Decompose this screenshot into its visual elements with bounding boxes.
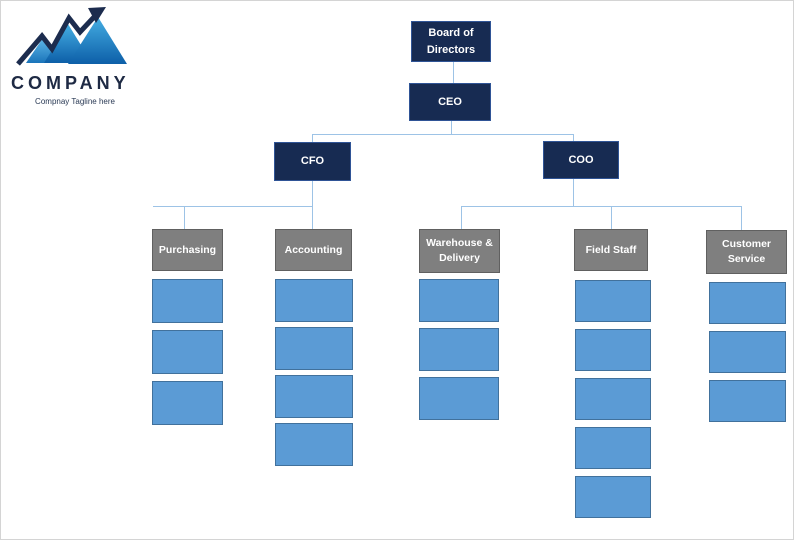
- placeholder-box-field-staff-3: [575, 378, 651, 420]
- logo-tagline: Compnay Tagline here: [35, 97, 115, 106]
- connector-line-vertical: [312, 181, 313, 229]
- org-node-cfo: CFO: [274, 142, 351, 181]
- company-logo: COMPANY Compnay Tagline here: [11, 7, 147, 106]
- placeholder-box-field-staff-5: [575, 476, 651, 518]
- placeholder-box-purchasing-1: [152, 279, 223, 323]
- placeholder-box-warehouse-2: [419, 328, 499, 371]
- org-node-ceo: CEO: [409, 83, 491, 121]
- connector-line-vertical: [741, 206, 742, 230]
- placeholder-box-accounting-2: [275, 327, 353, 370]
- placeholder-box-field-staff-4: [575, 427, 651, 469]
- placeholder-box-customer-service-1: [709, 282, 786, 324]
- placeholder-box-accounting-3: [275, 375, 353, 418]
- connector-line-vertical: [451, 121, 452, 134]
- org-node-board: Board of Directors: [411, 21, 491, 62]
- connector-line-vertical: [461, 206, 462, 229]
- org-node-field-staff: Field Staff: [574, 229, 648, 271]
- connector-line-vertical: [573, 179, 574, 206]
- connector-line-vertical: [611, 206, 612, 229]
- connector-line-horizontal: [312, 134, 573, 135]
- placeholder-box-accounting-1: [275, 279, 353, 322]
- connector-line-vertical: [573, 134, 574, 141]
- placeholder-box-accounting-4: [275, 423, 353, 466]
- org-node-purchasing: Purchasing: [152, 229, 223, 271]
- org-node-customer-service: Customer Service: [706, 230, 787, 274]
- org-node-warehouse: Warehouse & Delivery: [419, 229, 500, 273]
- placeholder-box-warehouse-1: [419, 279, 499, 322]
- placeholder-box-field-staff-2: [575, 329, 651, 371]
- connector-line-horizontal: [461, 206, 742, 207]
- connector-line-vertical: [184, 206, 185, 229]
- connector-line-horizontal: [153, 206, 312, 207]
- placeholder-box-field-staff-1: [575, 280, 651, 322]
- org-node-coo: COO: [543, 141, 619, 179]
- logo-mountains-icon: [16, 7, 127, 66]
- placeholder-box-warehouse-3: [419, 377, 499, 420]
- placeholder-box-purchasing-2: [152, 330, 223, 374]
- placeholder-box-customer-service-3: [709, 380, 786, 422]
- placeholder-box-purchasing-3: [152, 381, 223, 425]
- connector-line-vertical: [312, 134, 313, 142]
- logo-wordmark: COMPANY: [11, 73, 130, 93]
- placeholder-box-customer-service-2: [709, 331, 786, 373]
- connector-line-vertical: [453, 62, 454, 83]
- org-node-accounting: Accounting: [275, 229, 352, 271]
